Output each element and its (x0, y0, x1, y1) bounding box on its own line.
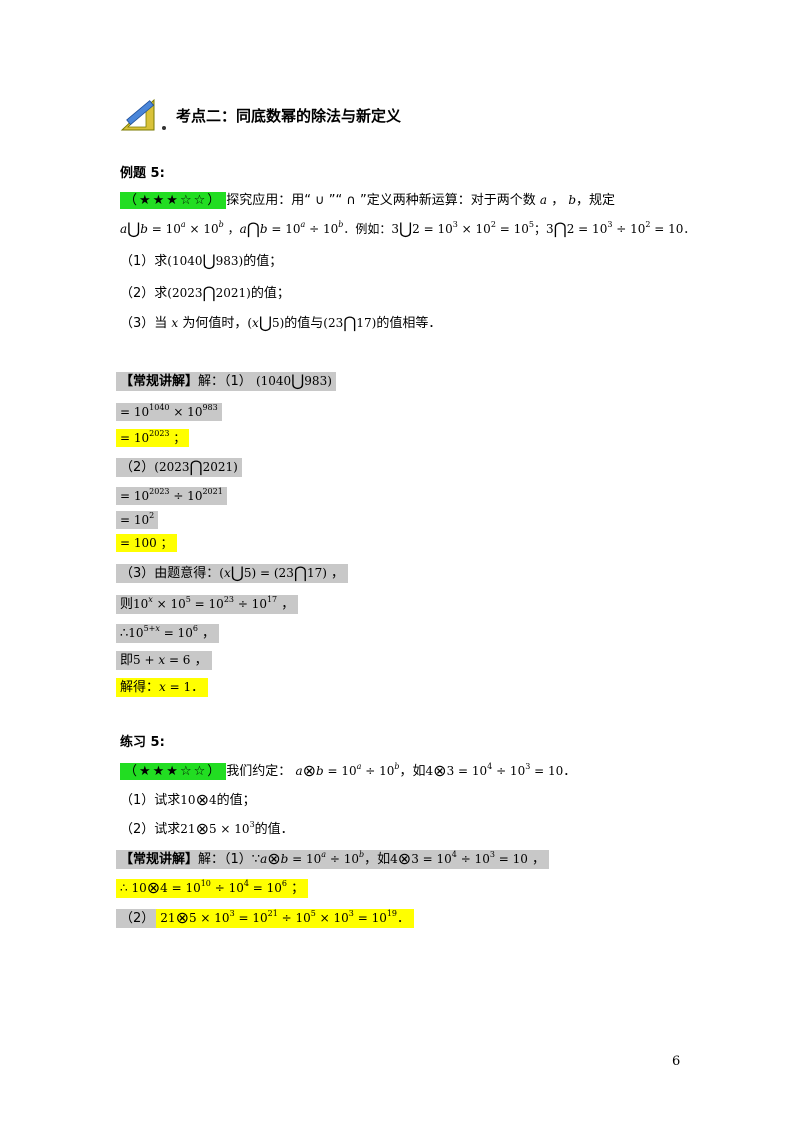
page-number: 6 (672, 1054, 681, 1069)
solution-1-answer1: = 102023 ； (116, 428, 190, 448)
question-2: （2）求(2023⋂2021)的值； (120, 283, 290, 302)
question-3: （3）当 x 为何值时，(x⋃5)的值与(23⋂17)的值相等． (120, 313, 442, 332)
solution-1-step3b: ∴105+x = 106 ， (116, 623, 220, 644)
solution-1-header: 【常规讲解】解：（1） (1040⋃983) (116, 371, 336, 392)
practice-heading: 练习 5: (120, 735, 165, 750)
solution-1-part3: （3）由题意得：(x⋃5) = (23⋂17) ， (116, 563, 349, 584)
solution-1-answer3: 解得：x = 1． (116, 677, 209, 698)
definition-line: a⋃b = 10a × 10b ，a⋂b = 10a ÷ 10b．例如：3⋃2 … (120, 219, 696, 238)
question-1: （1）求(1040⋃983)的值； (120, 251, 283, 270)
solution-1-step2a: = 102023 ÷ 102021 (116, 486, 227, 506)
practice-question-1: （1）试求10⊗4的值； (120, 790, 256, 809)
solution-1-step3c: 即5 + x = 6 ， (116, 650, 212, 671)
solution-1-step1: = 101040 × 10983 (116, 402, 222, 422)
solution-2-answer1: ∴ 10⊗4 = 1010 ÷ 104 = 106 ； (116, 878, 309, 899)
section-title: 考点二：同底数幂的除法与新定义 (176, 107, 402, 125)
example-intro-line: （★★★☆☆）探究应用：用“ ∪ ”“ ∩ ”定义两种新运算：对于两个数 a ，… (120, 190, 615, 211)
practice-question-2: （2）试求21⊗5 × 103的值． (120, 819, 294, 838)
difficulty-stars: （★★★☆☆） (120, 192, 227, 209)
example-heading: 例题 5: (120, 166, 165, 181)
solution-tag: 【常规讲解】 (120, 374, 199, 389)
solution-2-header: 【常规讲解】解：（1）∵a⊗b = 10a ÷ 10b，如4⊗3 = 104 ÷… (116, 849, 550, 870)
practice-difficulty-stars: （★★★☆☆） (120, 763, 227, 780)
solution-1-step2b: = 102 (116, 510, 159, 530)
solution-2-answer2: （2）21⊗5 × 103 = 1021 ÷ 105 × 103 = 1019． (116, 908, 415, 929)
pencil-ruler-icon (120, 98, 166, 131)
practice-intro-line: （★★★☆☆）我们约定： a⊗b = 10a ÷ 10b，如4⊗3 = 104 … (120, 761, 576, 782)
example-intro: 探究应用：用“ ∪ ”“ ∩ ”定义两种新运算：对于两个数 (226, 193, 536, 208)
solution-1-answer2: = 100 ； (116, 533, 177, 553)
solution-1-part2: （2）(2023⋂2021) (116, 457, 242, 478)
example-intro-tail: ，规定 (576, 193, 616, 208)
solution-1-step3a: 则10x × 105 = 1023 ÷ 1017 ， (116, 594, 299, 615)
